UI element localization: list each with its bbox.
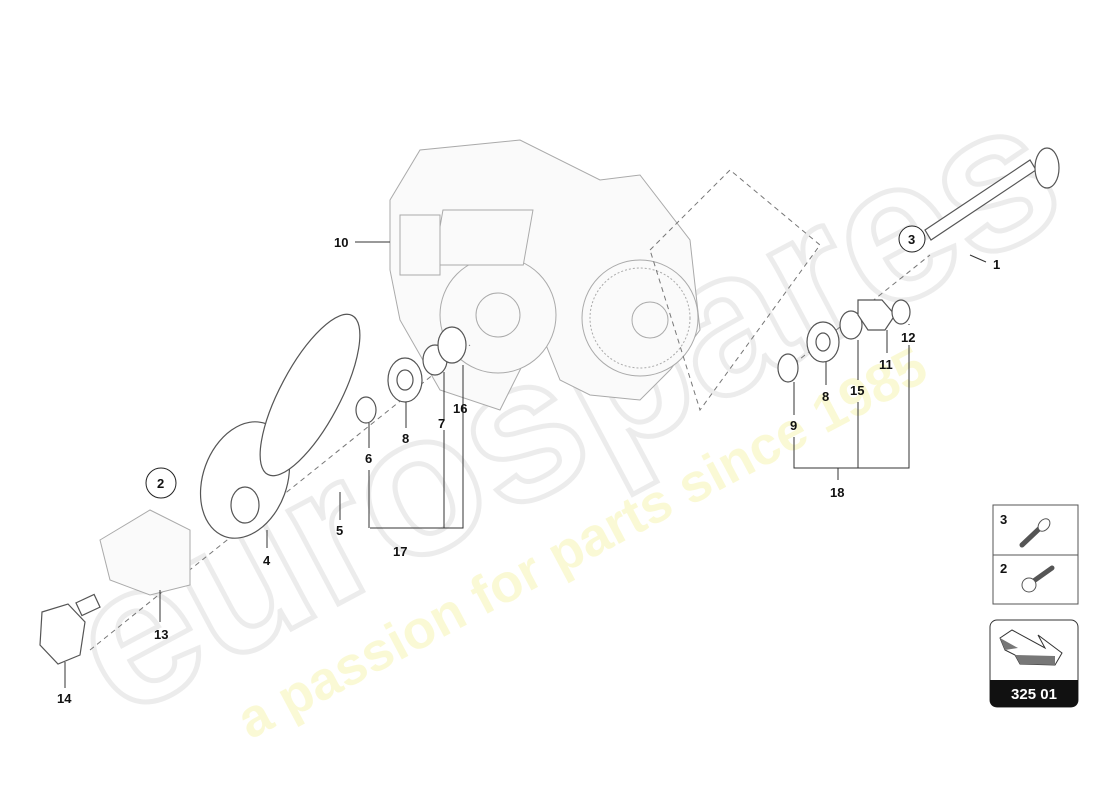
callout-4: 4 bbox=[263, 553, 271, 568]
callout-11: 11 bbox=[879, 357, 893, 372]
callout-circle-3 bbox=[898, 225, 926, 253]
watermark: eurospares bbox=[33, 52, 1095, 760]
part-8-bearing-left[interactable] bbox=[387, 357, 423, 403]
part-11-bracket[interactable] bbox=[857, 299, 896, 331]
callout-16: 16 bbox=[453, 401, 467, 416]
page-reference-number: 325 01 bbox=[1011, 686, 1057, 703]
callout-1: 1 bbox=[993, 257, 1000, 272]
callout-8-left: 8 bbox=[402, 431, 409, 446]
callout-14: 14 bbox=[57, 691, 72, 706]
callout-17: 17 bbox=[393, 544, 407, 559]
callout-6: 6 bbox=[365, 451, 372, 466]
part-6-seal[interactable] bbox=[355, 396, 377, 424]
leader-lines bbox=[64, 241, 987, 688]
callout-2: 2 bbox=[157, 476, 164, 491]
bolt-icon bbox=[1019, 518, 1051, 548]
callout-10: 10 bbox=[334, 235, 348, 250]
flange-bolt-icon bbox=[1021, 565, 1055, 593]
arrow-icon bbox=[999, 629, 1063, 666]
callout-3: 3 bbox=[908, 232, 915, 247]
legend-item-3-label: 3 bbox=[1000, 512, 1007, 527]
part-8-bearing-right[interactable] bbox=[806, 321, 840, 363]
part-1-driveshaft[interactable] bbox=[924, 147, 1060, 241]
part-16-circlip[interactable] bbox=[437, 326, 467, 364]
part-13-cover[interactable] bbox=[99, 509, 191, 596]
part-14-flange[interactable] bbox=[39, 593, 101, 665]
part-5-o-ring[interactable] bbox=[241, 301, 378, 488]
callout-18: 18 bbox=[830, 485, 844, 500]
svg-text:eurospares: eurospares bbox=[35, 55, 1092, 758]
callout-circle-2 bbox=[145, 467, 177, 499]
callout-13: 13 bbox=[154, 627, 168, 642]
part-15-ring[interactable] bbox=[839, 310, 863, 340]
transmission-housing[interactable] bbox=[389, 139, 701, 411]
callout-12: 12 bbox=[901, 330, 915, 345]
callout-7: 7 bbox=[438, 416, 445, 431]
callout-5: 5 bbox=[336, 523, 343, 538]
part-9-circlip[interactable] bbox=[777, 353, 799, 383]
callout-9: 9 bbox=[790, 418, 797, 433]
callout-15: 15 bbox=[850, 383, 864, 398]
callout-8-right: 8 bbox=[822, 389, 829, 404]
fastener-legend: 3 2 bbox=[992, 504, 1079, 605]
part-12-seal[interactable] bbox=[891, 299, 911, 325]
legend-item-2-label: 2 bbox=[1000, 561, 1007, 576]
page-reference-badge[interactable]: 325 01 bbox=[989, 619, 1079, 708]
